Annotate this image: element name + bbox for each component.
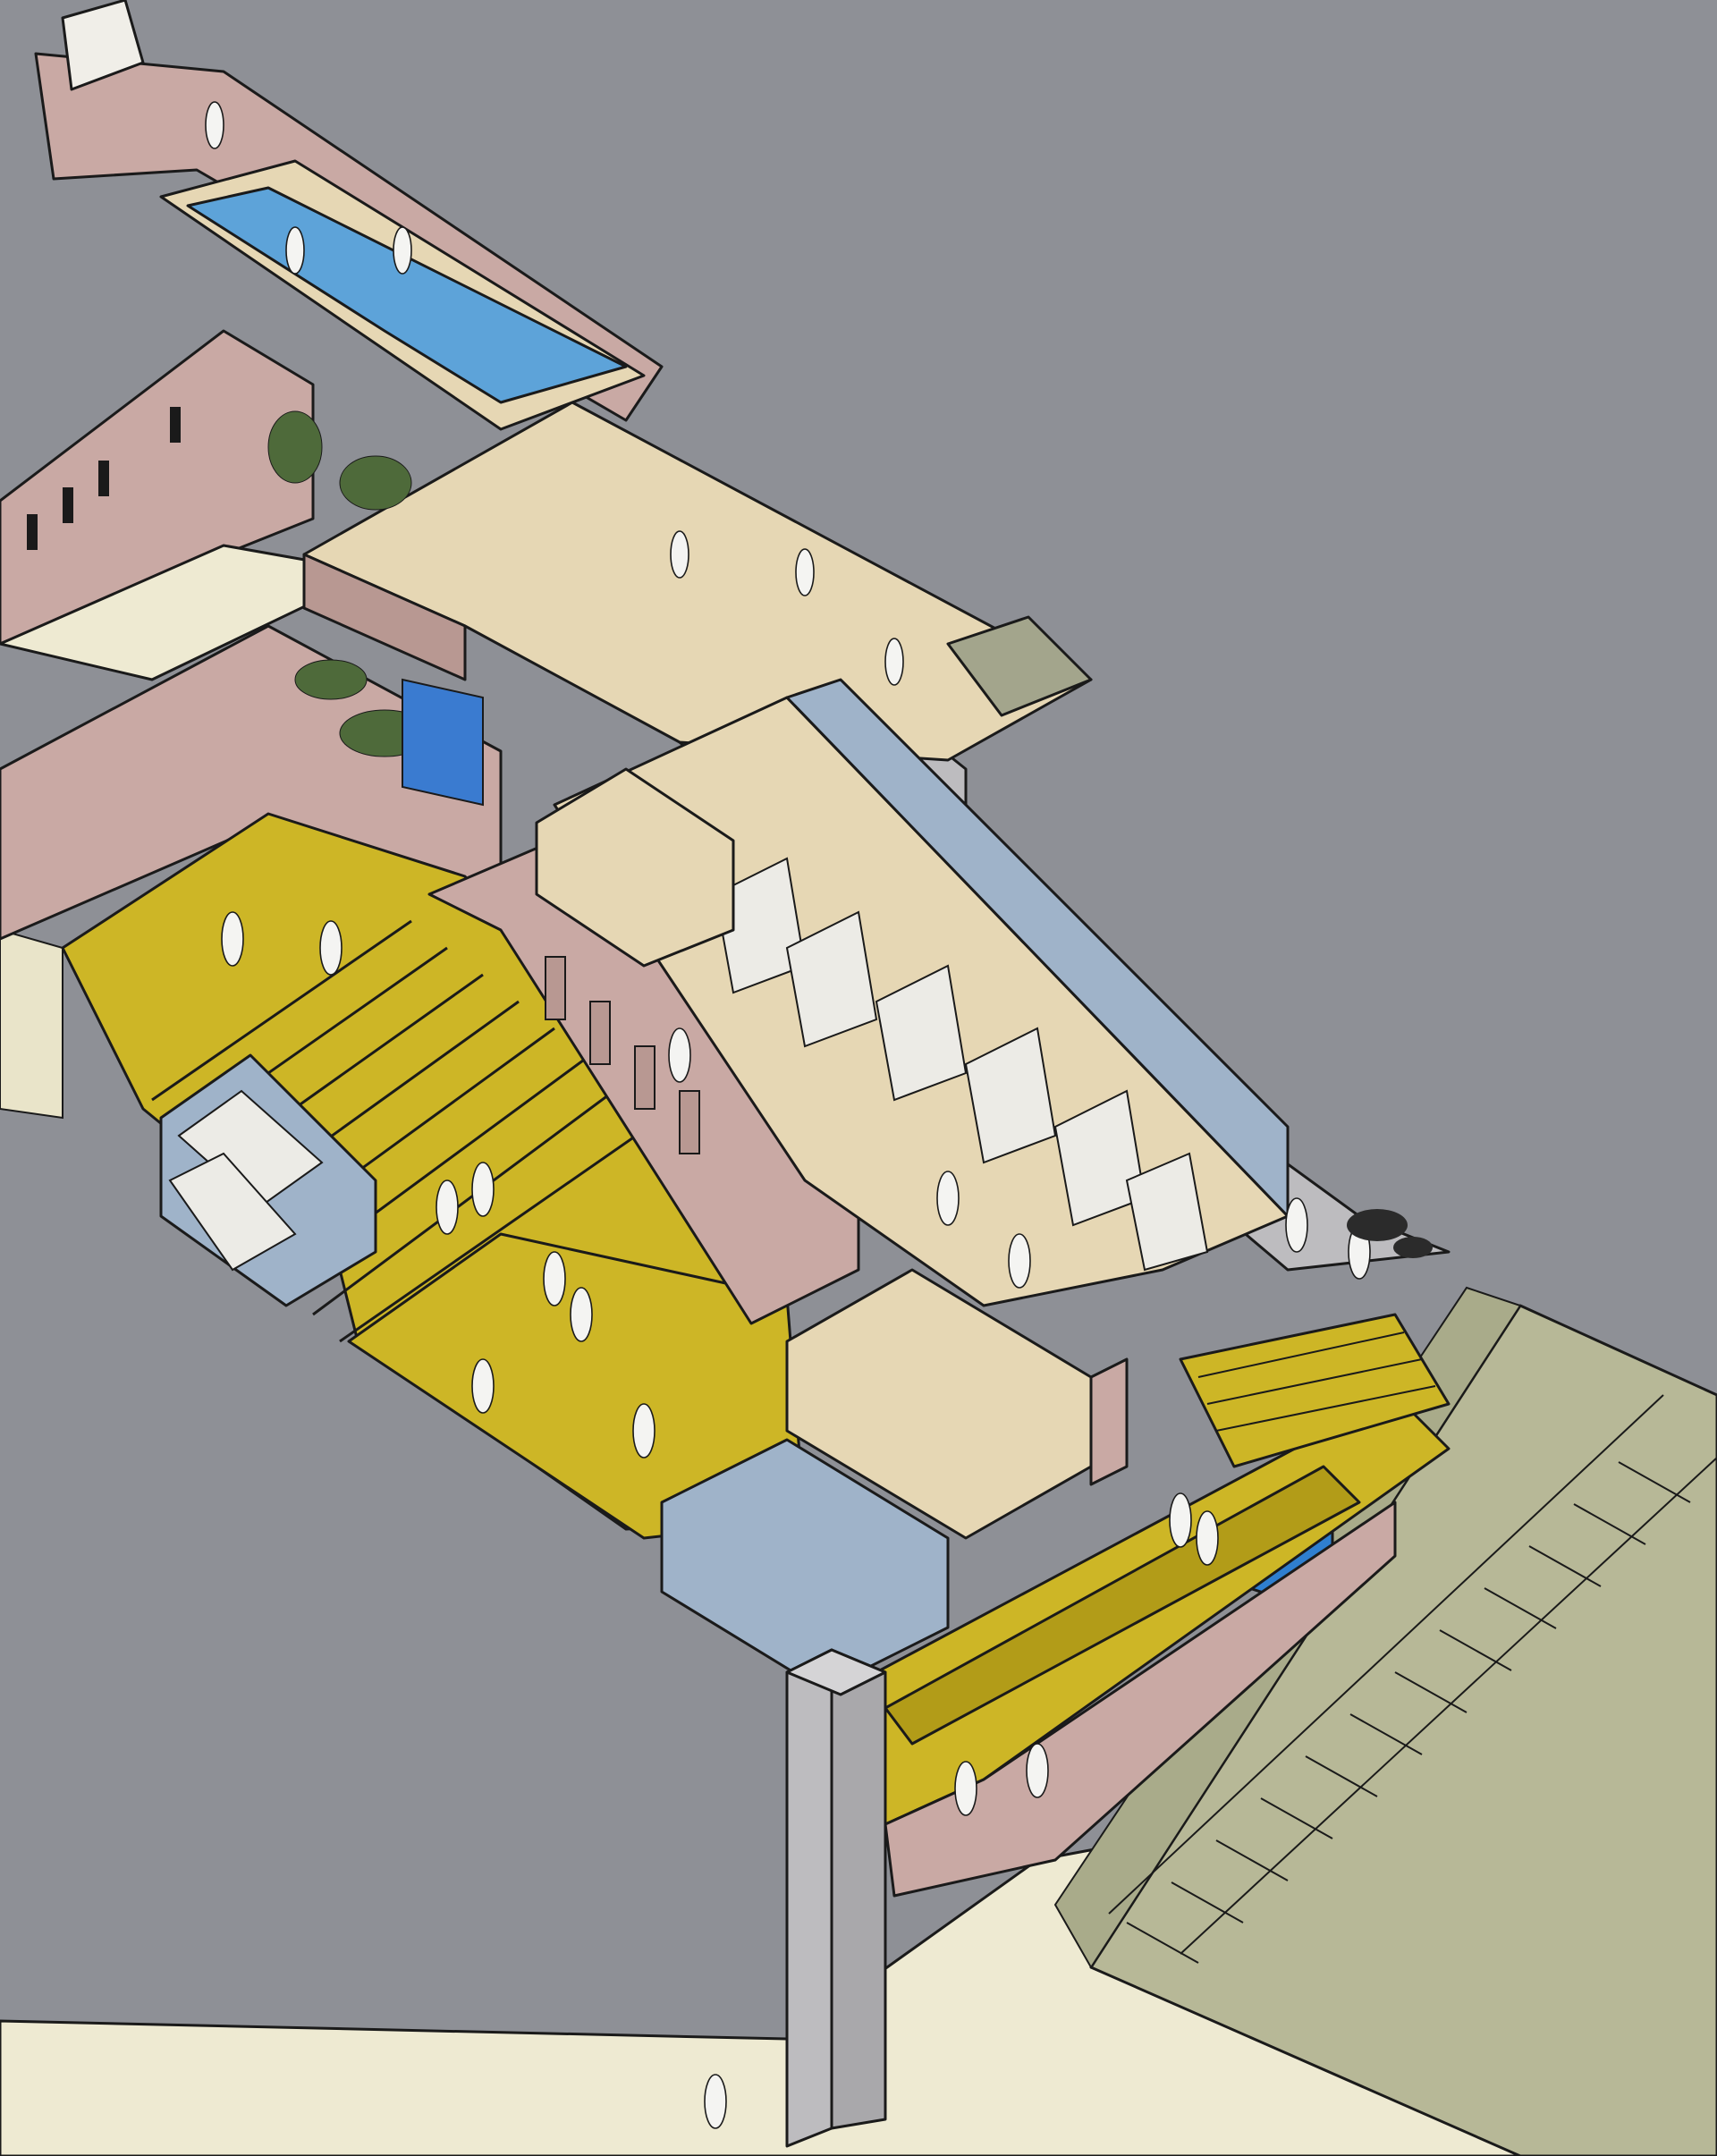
grey-tower-top xyxy=(785,1648,887,1696)
ramp-yellow-band xyxy=(884,1465,1361,1746)
trellis-pergola xyxy=(1108,1394,1717,1964)
green-room-right xyxy=(946,615,1093,717)
top-stair xyxy=(61,0,145,91)
grey-tower-side xyxy=(830,1648,887,2130)
window-icons xyxy=(27,407,181,550)
classroom-wall xyxy=(1089,1357,1129,1486)
person-icons xyxy=(205,101,1371,2129)
grey-tower-front xyxy=(785,1648,833,2148)
bookshelf-icons xyxy=(714,857,1209,1272)
terrace-level-2-wall xyxy=(302,553,467,681)
studio-rooms xyxy=(660,1438,950,1692)
small-rooms-block xyxy=(535,767,735,968)
plant-cluster-icon xyxy=(1347,1209,1433,1258)
stair-treads xyxy=(1197,1332,1436,1432)
ground-plane-left-edge xyxy=(0,928,63,1120)
blue-yellow-screen xyxy=(402,678,484,807)
shelf-icons xyxy=(168,1089,324,1272)
library-blue-wall xyxy=(785,678,1290,1218)
wall-window-icons xyxy=(545,956,700,1154)
pink-lower-band xyxy=(884,1501,1397,1898)
